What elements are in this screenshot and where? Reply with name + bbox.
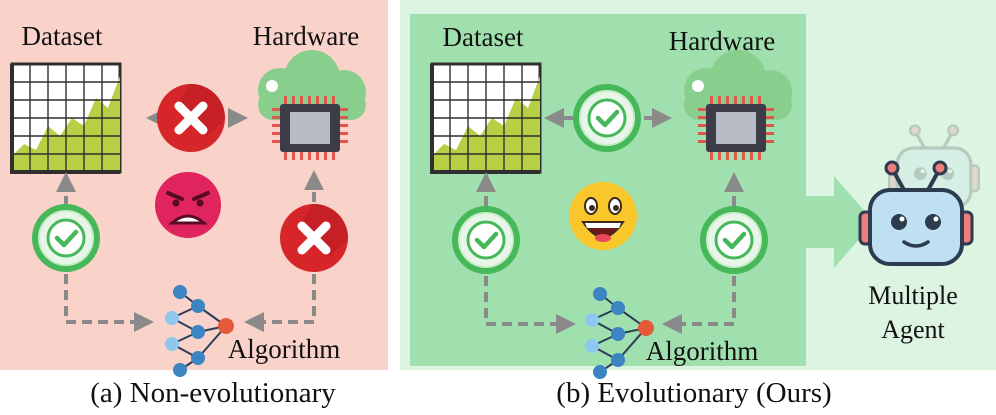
panel-b-algorithm-label: Algorithm bbox=[646, 336, 759, 366]
panel-b-check-circle-icon-left bbox=[452, 206, 520, 274]
panel-a-hardware-label: Hardware bbox=[253, 21, 359, 51]
panel-b-dataset-chart-icon bbox=[430, 62, 542, 174]
panel-a-dataset-chart-icon bbox=[10, 62, 122, 174]
panel-a-caption: (a) Non-evolutionary bbox=[90, 377, 336, 409]
panel-b-algorithm-to-hardware-path bbox=[662, 276, 736, 334]
panel-b-check-circle-icon-right bbox=[700, 206, 768, 274]
panel-a-x-circle-icon-bottom bbox=[280, 204, 348, 272]
panel-b-caption: (b) Evolutionary (Ours) bbox=[556, 377, 831, 409]
angry-face-icon bbox=[155, 172, 221, 238]
panel-a-x-circle-icon-top bbox=[157, 84, 225, 152]
panel-a-check-circle-icon bbox=[32, 204, 100, 272]
panel-a-algorithm-to-dataset-path bbox=[64, 274, 154, 332]
evolution-arrow-icon bbox=[806, 176, 874, 268]
panel-a-algorithm-to-hardware-path bbox=[244, 274, 316, 332]
panel-b-dataset-label: Dataset bbox=[443, 22, 524, 52]
panel-b-algorithm-to-dataset-path bbox=[484, 276, 576, 334]
panel-b-check-circle-icon-top bbox=[573, 84, 641, 152]
agent-label-line2: Agent bbox=[881, 315, 945, 344]
panel-a-algorithm-label: Algorithm bbox=[228, 334, 341, 364]
panel-a-dataset-label: Dataset bbox=[22, 21, 103, 51]
panel-b-hardware-label: Hardware bbox=[669, 26, 775, 56]
smiling-face-icon bbox=[569, 182, 637, 250]
agent-label-line1: Multiple bbox=[868, 281, 958, 310]
